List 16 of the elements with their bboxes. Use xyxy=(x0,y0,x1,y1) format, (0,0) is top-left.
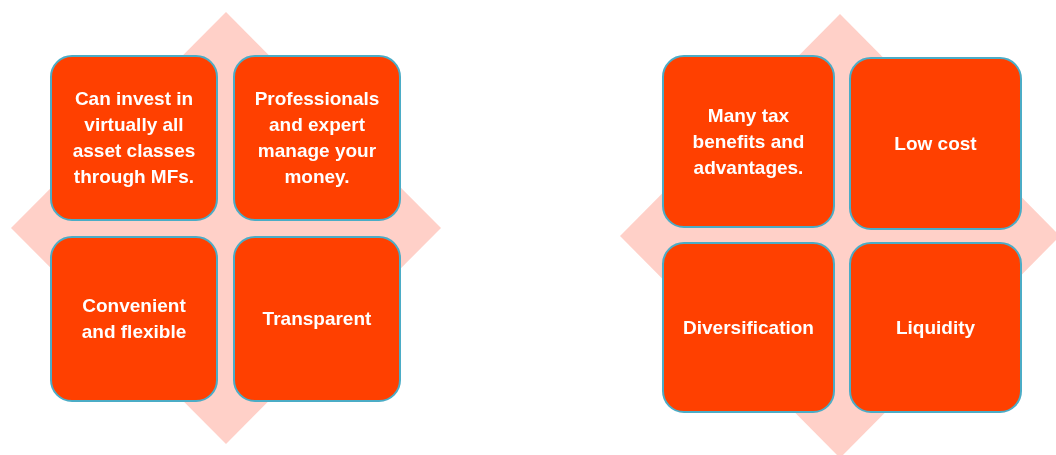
box-text: Many tax benefits and advantages. xyxy=(691,103,806,180)
box-text: Low cost xyxy=(894,131,977,156)
box-text: Can invest in virtually all asset classes through MFs. xyxy=(71,87,197,189)
rounded-box xyxy=(662,242,835,413)
rounded-box xyxy=(233,55,401,221)
rounded-box xyxy=(233,236,401,402)
box-text: Diversification xyxy=(683,315,814,340)
rounded-box xyxy=(849,242,1022,413)
box-text: Liquidity xyxy=(895,315,976,340)
box-text: Convenient and flexible xyxy=(80,294,188,344)
rounded-box xyxy=(849,57,1022,230)
box-text: Professionals and expert manage your money. xyxy=(253,87,381,189)
box-text: Transparent xyxy=(262,307,372,331)
rounded-box xyxy=(50,55,218,221)
rounded-box xyxy=(50,236,218,402)
rounded-box xyxy=(662,55,835,228)
